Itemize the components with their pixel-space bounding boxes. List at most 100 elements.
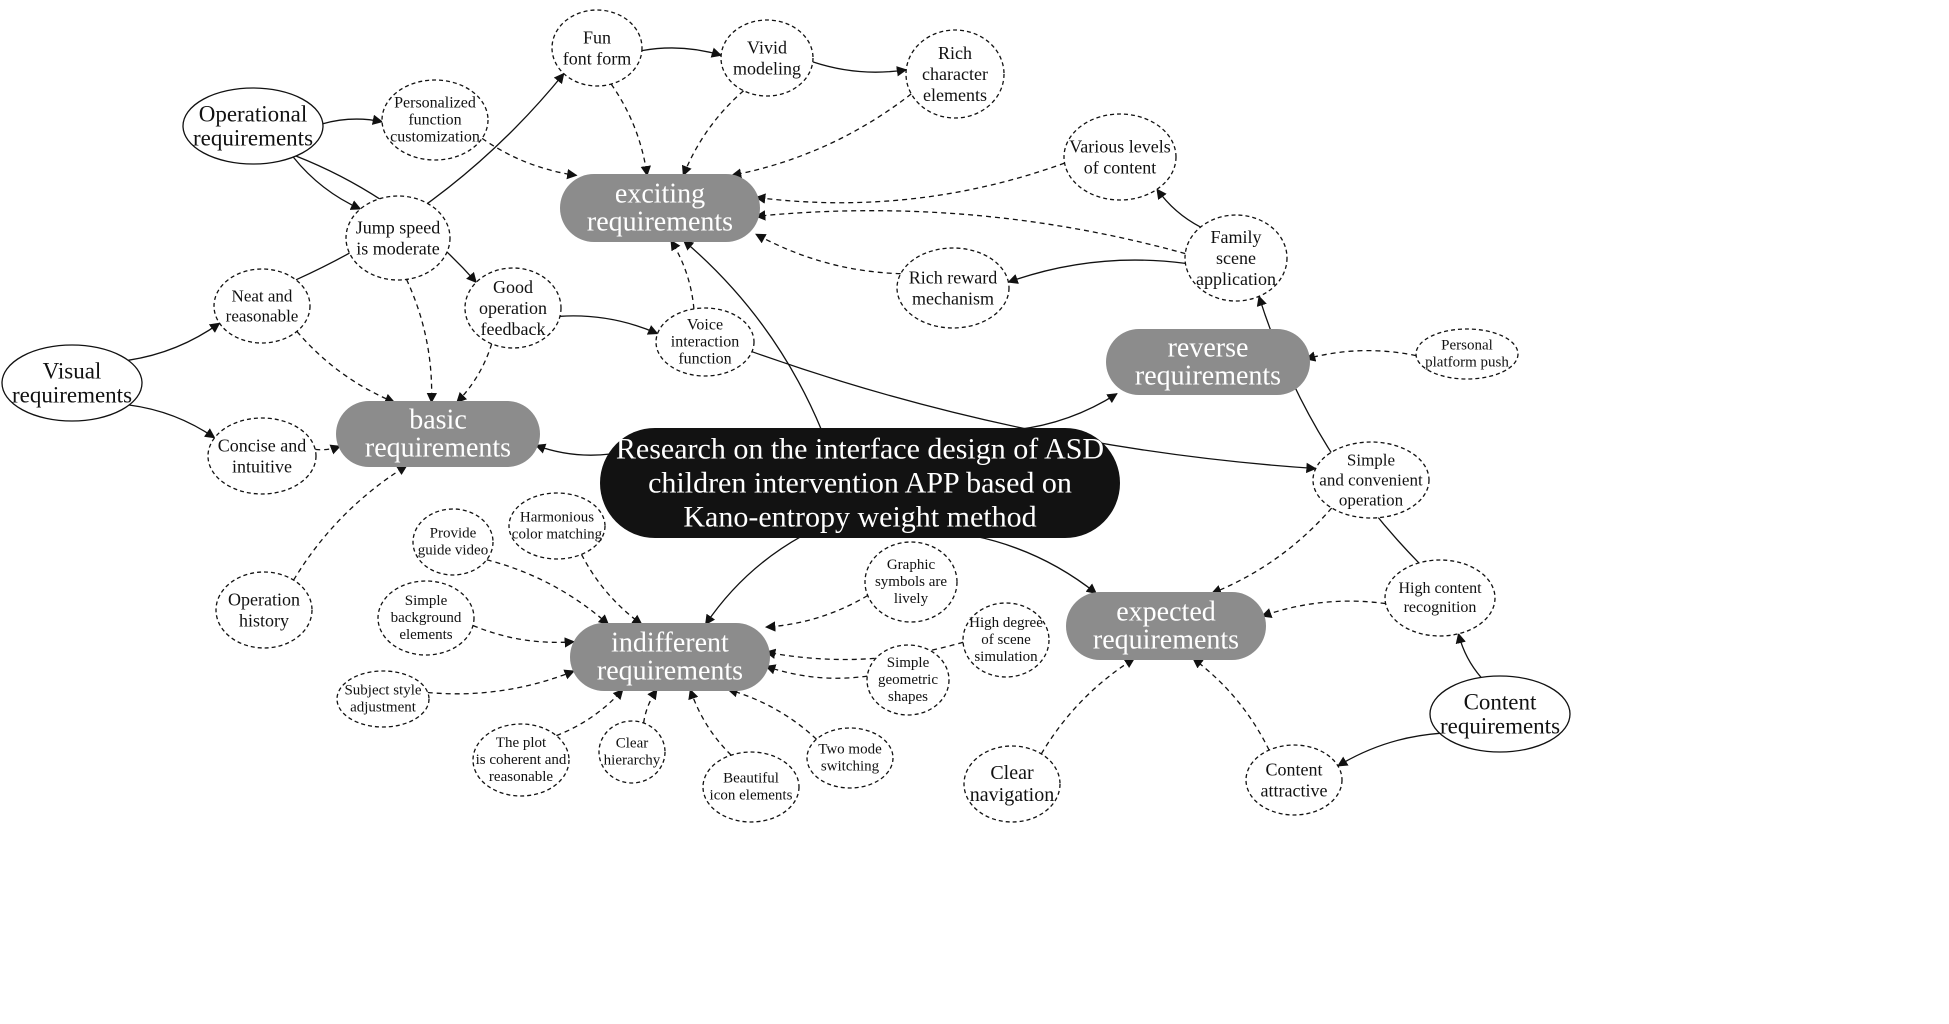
node-label-line: font form — [563, 49, 631, 69]
node-label-line: platform push — [1425, 355, 1509, 371]
attribute-ellipse — [207, 417, 317, 495]
attribute-ellipse — [806, 727, 894, 789]
node-label-line: reasonable — [489, 769, 553, 785]
attribute-ellipse — [720, 19, 814, 97]
node-label-line: requirements — [597, 656, 743, 687]
node-label-line: Kano-entropy weight method — [683, 501, 1036, 534]
node-label-line: Personal — [1441, 338, 1493, 354]
dashed-arrow-simple_geo-to-indifferent — [765, 664, 868, 679]
attribute-ellipse — [702, 751, 800, 823]
source-ellipse — [182, 87, 324, 165]
dashed-arrow-clear_hier-to-indifferent — [642, 688, 658, 724]
solid-arrow-fun_font-to-vivid — [641, 47, 723, 58]
node-label-line: Various levels — [1069, 137, 1170, 157]
node-label-line: Personalized — [394, 95, 476, 112]
node-label-line: Provide — [430, 526, 477, 542]
node-label-line: geometric — [878, 672, 938, 688]
node-layer: Research on the interface design of ASDc… — [1, 9, 1571, 823]
node-label-line: elements — [923, 85, 987, 105]
node-label-line: High content — [1398, 580, 1482, 597]
solid-arrow-center-to-basic — [534, 443, 611, 456]
node-label-line: of content — [1084, 158, 1156, 178]
dashed-arrow-content_attr-to-expected — [1192, 657, 1270, 751]
attribute-ellipse — [381, 79, 489, 161]
node-label-line: Beautiful — [723, 771, 779, 787]
node-label-line: Content — [1266, 760, 1323, 780]
node-label-line: symbols are — [875, 574, 947, 590]
node-label-line: history — [239, 611, 289, 631]
category-pill — [560, 174, 760, 242]
node-label-line: hierarchy — [604, 753, 661, 769]
dashed-arrow-simple_bg-to-indifferent — [472, 624, 576, 648]
node-center: Research on the interface design of ASDc… — [600, 428, 1120, 538]
node-label-line: customization — [390, 129, 480, 146]
node-label-line: Operation — [228, 590, 300, 610]
node-label-line: Simple — [1347, 451, 1395, 470]
node-label-line: Simple — [887, 655, 930, 671]
node-label-line: application — [1196, 269, 1276, 289]
solid-arrow-content-to-content_attr — [1337, 732, 1440, 767]
node-label-line: Rich reward — [909, 268, 997, 288]
node-label-line: is moderate — [356, 239, 439, 259]
dashed-arrow-personal_push-to-reverse — [1304, 349, 1417, 362]
dashed-arrow-neat-to-basic — [296, 330, 396, 404]
dashed-arrow-graphic-to-indifferent — [764, 594, 869, 632]
attribute-ellipse — [377, 580, 475, 656]
dashed-arrow-clear_nav-to-expected — [1040, 658, 1136, 755]
node-label-line: guide video — [418, 543, 488, 559]
category-pill — [1066, 592, 1266, 660]
source-ellipse — [1, 344, 143, 422]
node-label-line: background — [391, 610, 462, 626]
node-label-line: expected — [1116, 597, 1216, 628]
category-pill — [336, 401, 540, 467]
node-label-line: reasonable — [226, 307, 299, 326]
solid-arrow-family-to-various — [1156, 188, 1201, 228]
node-label-line: Fun — [583, 28, 611, 48]
solid-arrow-center-to-reverse — [1011, 393, 1118, 431]
node-label-line: shapes — [888, 689, 928, 705]
dashed-arrow-voice-to-exciting — [670, 239, 695, 309]
node-label-line: of scene — [981, 632, 1031, 648]
node-label-line: attractive — [1261, 781, 1328, 801]
dashed-arrow-jump-to-basic — [405, 279, 438, 404]
node-label-line: High degree — [969, 615, 1043, 631]
attribute-ellipse — [896, 247, 1010, 329]
category-pill — [570, 623, 770, 691]
node-label-line: Simple — [405, 593, 448, 609]
attribute-ellipse — [464, 267, 562, 349]
node-label-line: Good — [493, 277, 533, 297]
dashed-arrow-family-to-exciting — [754, 210, 1186, 255]
solid-arrow-visual-to-concise — [129, 404, 216, 439]
edge-layer — [128, 47, 1482, 767]
node-label-line: elements — [399, 627, 452, 643]
center-topic-pill — [600, 428, 1120, 538]
dashed-arrow-high_content-to-expected — [1261, 600, 1386, 619]
dashed-arrow-good_op-to-basic — [456, 343, 493, 404]
node-label-line: requirements — [587, 207, 733, 238]
node-label-line: color matching — [512, 527, 603, 543]
solid-arrow-good_op-to-voice — [559, 315, 659, 335]
node-label-line: requirements — [12, 383, 132, 408]
attribute-ellipse — [1312, 441, 1430, 519]
attribute-ellipse — [345, 195, 451, 281]
